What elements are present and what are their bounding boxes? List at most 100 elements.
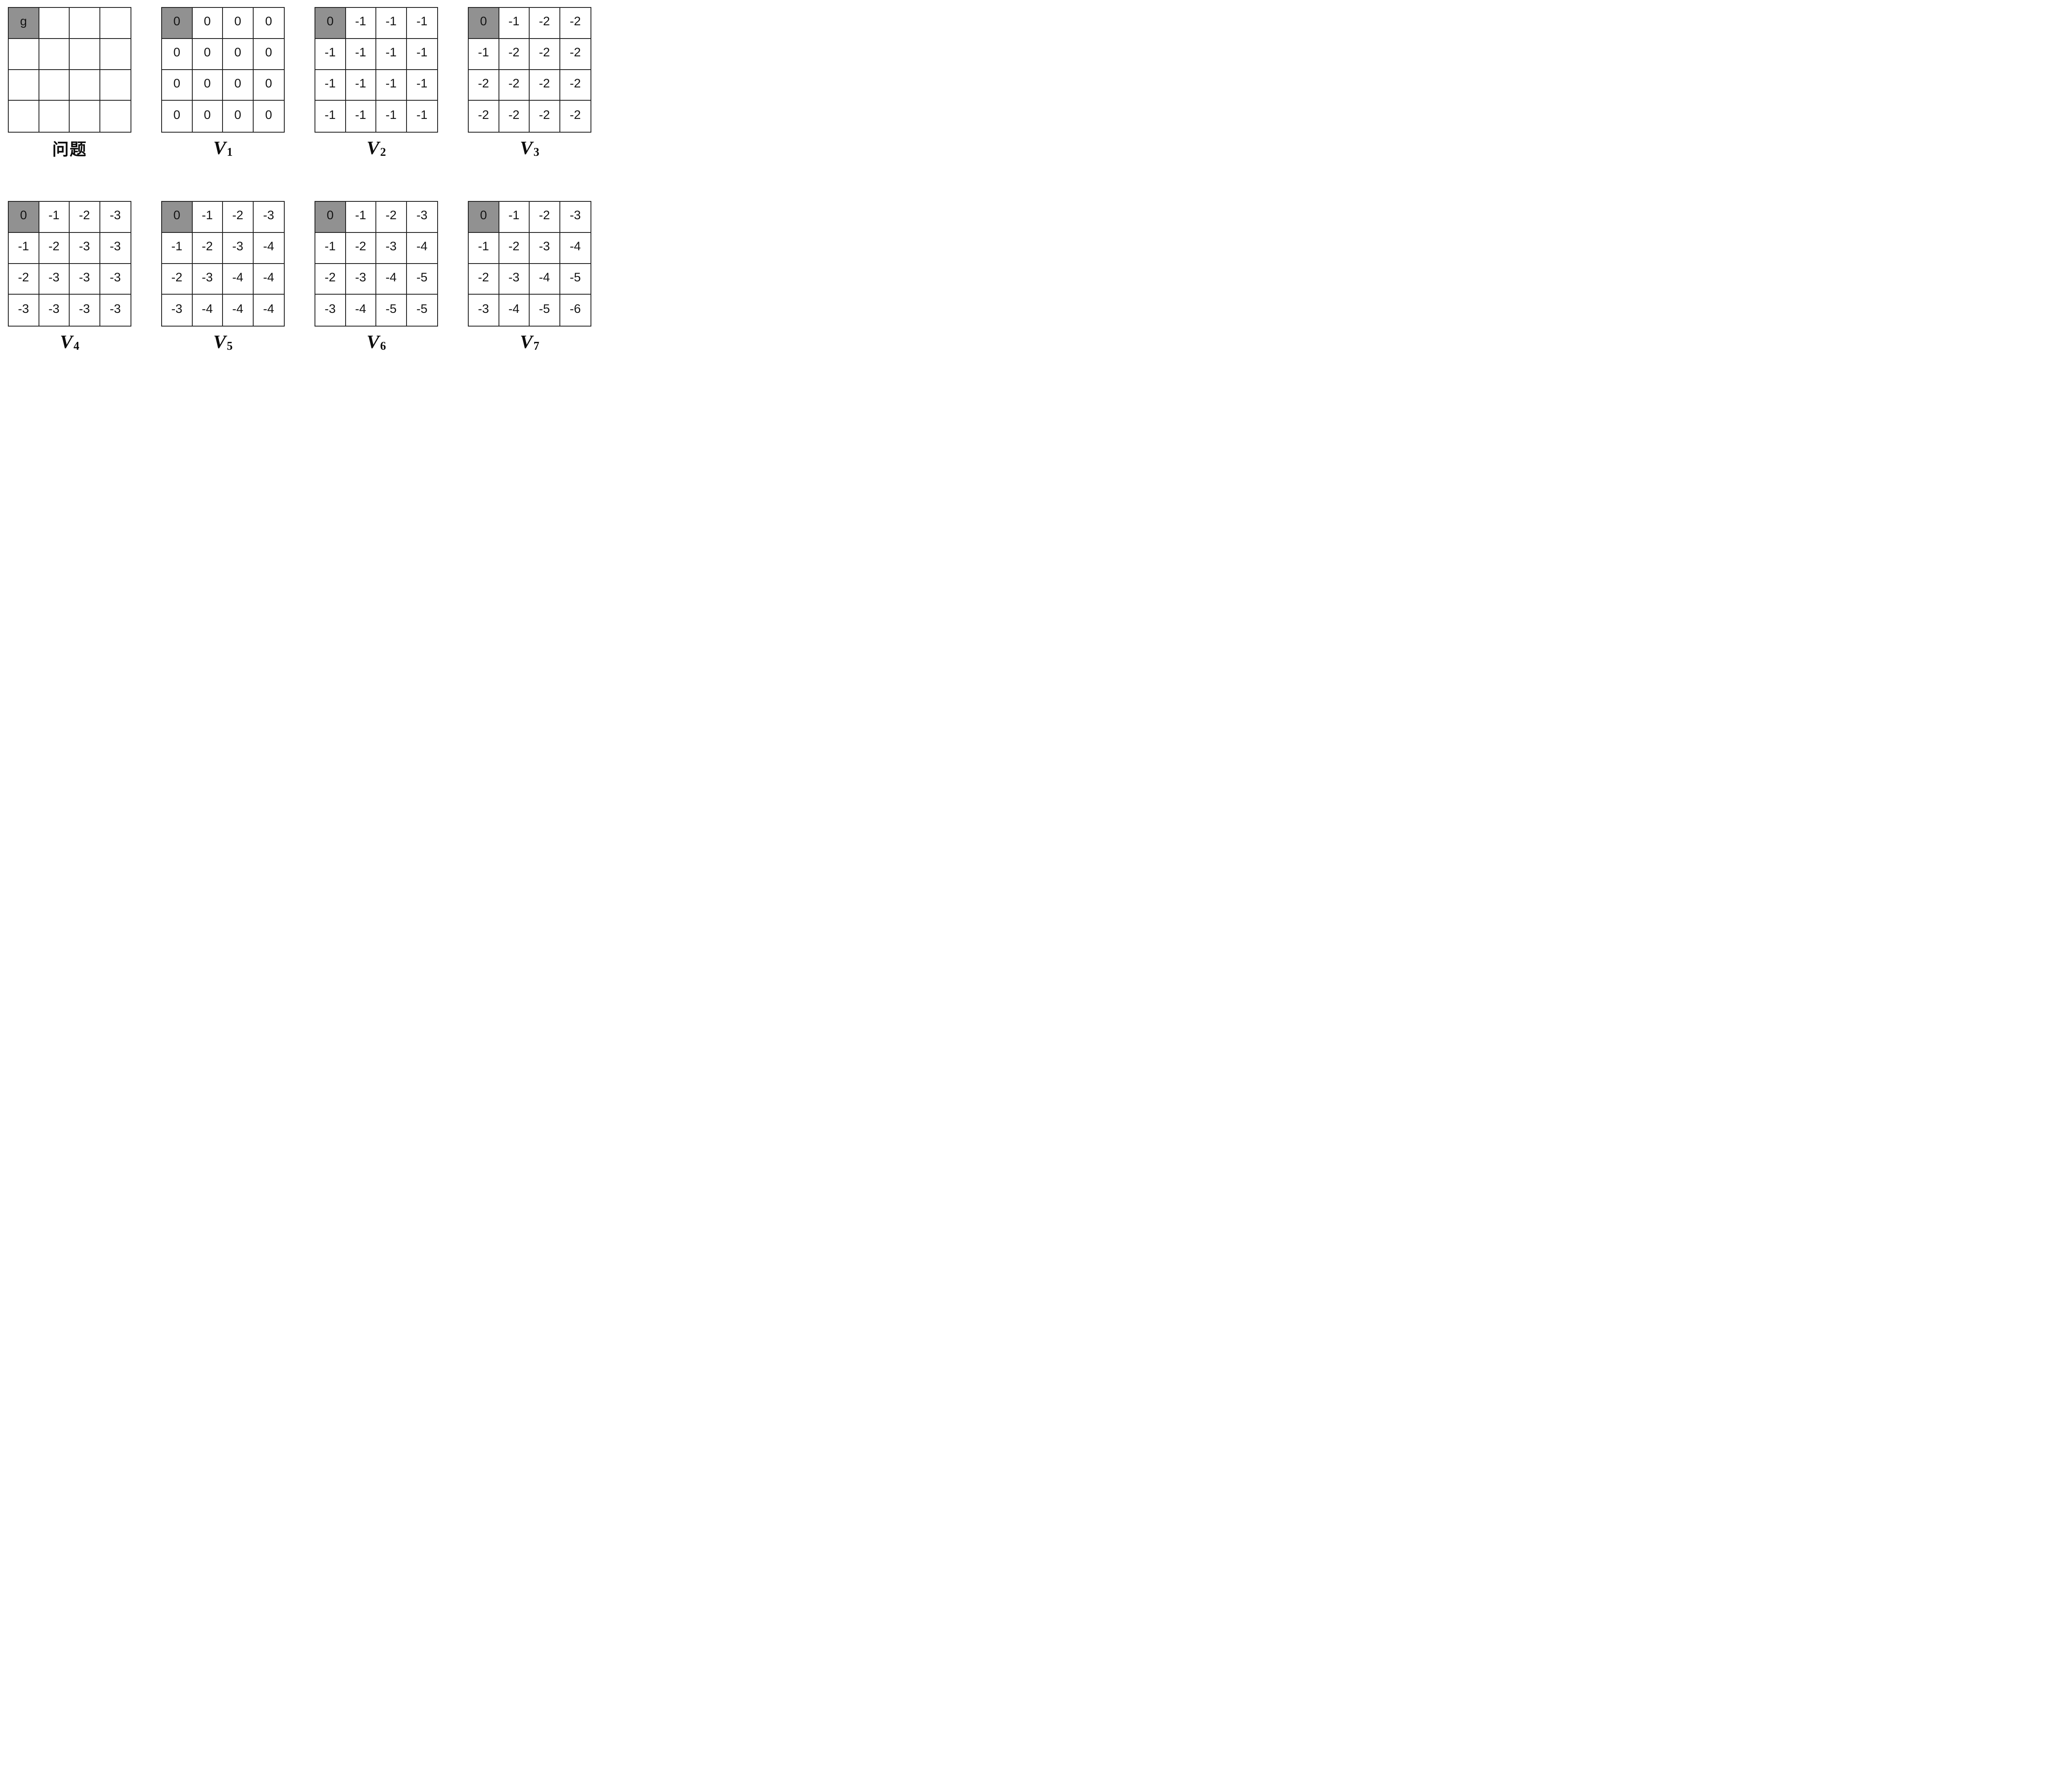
cell-value: 0 xyxy=(234,46,242,60)
grid-v6: 0-1-2-3-1-2-3-4-2-3-4-5-3-4-5-5 xyxy=(315,201,438,327)
cell-value: -3 xyxy=(324,302,336,316)
label-symbol: V xyxy=(213,331,226,352)
goal-cell-v4-r0c0: 0 xyxy=(9,202,39,233)
label-symbol: V xyxy=(60,331,73,352)
grid-v7: 0-1-2-3-1-2-3-4-2-3-4-5-3-4-5-6 xyxy=(468,201,591,327)
grid-cell-v3-r1c3: -2 xyxy=(560,39,591,70)
grid-cell-v1-r1c1: 0 xyxy=(192,39,223,70)
cell-value: -3 xyxy=(171,302,183,316)
cell-value: -2 xyxy=(508,240,520,254)
cell-value: -1 xyxy=(508,208,520,223)
cell-value: -1 xyxy=(324,46,336,60)
cell-value: -3 xyxy=(263,208,274,223)
grid-cell-v5-r2c1: -3 xyxy=(192,264,223,295)
cell-value: -2 xyxy=(201,240,213,254)
grid-cell-v6-r1c1: -2 xyxy=(346,232,376,264)
goal-cell-v1-r0c0: 0 xyxy=(162,8,193,39)
grid-cell-problem-r1c0 xyxy=(9,39,39,70)
cell-value: -3 xyxy=(416,208,428,223)
grid-cell-v6-r0c3: -3 xyxy=(407,202,437,233)
cell-value: 0 xyxy=(234,108,242,122)
grid-cell-v3-r0c2: -2 xyxy=(530,8,560,39)
cell-value: 0 xyxy=(265,108,272,122)
cell-value: -2 xyxy=(171,270,183,284)
cell-value: 0 xyxy=(203,46,211,60)
grid-cell-v1-r1c2: 0 xyxy=(223,39,254,70)
grid-cell-v5-r3c2: -4 xyxy=(223,295,254,326)
grid-cell-v1-r2c3: 0 xyxy=(253,70,284,101)
grid-cell-v4-r1c2: -3 xyxy=(70,232,100,264)
cell-value: -1 xyxy=(355,76,366,90)
grid-cell-v3-r3c2: -2 xyxy=(530,101,560,132)
cell-value: -1 xyxy=(355,46,366,60)
grid-cell-problem-r3c3 xyxy=(100,101,131,132)
grid-v3: 0-1-2-2-1-2-2-2-2-2-2-2-2-2-2-2 xyxy=(468,7,591,133)
grid-cell-v2-r3c0: -1 xyxy=(315,101,346,132)
cell-value: 0 xyxy=(265,15,272,29)
cell-value: -1 xyxy=(416,15,428,29)
grid-cell-v5-r3c3: -4 xyxy=(254,295,284,326)
grid-cell-v3-r2c1: -2 xyxy=(499,70,530,101)
cell-value: -2 xyxy=(569,76,581,90)
grid-cell-v4-r0c3: -3 xyxy=(100,202,131,233)
grid-cell-v5-r0c3: -3 xyxy=(253,202,284,233)
cell-value: 0 xyxy=(173,76,181,90)
grid-cell-v1-r2c2: 0 xyxy=(223,70,254,101)
cell-value: -1 xyxy=(478,46,489,60)
grid-cell-v5-r2c0: -2 xyxy=(162,264,193,295)
grid-cell-v2-r1c2: -1 xyxy=(376,39,407,70)
goal-cell-v2-r0c0: 0 xyxy=(315,8,346,39)
cell-value: -3 xyxy=(232,240,244,254)
cell-value: -3 xyxy=(539,240,550,254)
label-symbol: V xyxy=(366,137,380,158)
label-subscript: 5 xyxy=(227,340,233,353)
cell-value: -4 xyxy=(416,240,428,254)
grid-cell-v2-r3c2: -1 xyxy=(376,101,407,132)
grid-cell-problem-r1c3 xyxy=(100,39,131,70)
grid-cell-v6-r3c1: -4 xyxy=(346,295,376,326)
grid-cell-v3-r2c2: -2 xyxy=(530,70,560,101)
grid-cell-v7-r0c2: -2 xyxy=(530,202,560,233)
grid-cell-v1-r3c0: 0 xyxy=(162,101,193,132)
cell-value: -5 xyxy=(385,302,397,316)
cell-value: 0 xyxy=(327,208,334,223)
goal-cell-v5-r0c0: 0 xyxy=(162,202,193,233)
cell-value: 0 xyxy=(173,15,181,29)
cell-value: -1 xyxy=(171,240,183,254)
grid-cell-v4-r1c3: -3 xyxy=(100,233,131,264)
cell-value: -1 xyxy=(385,46,397,60)
cell-value: -2 xyxy=(355,240,366,254)
cell-value: -1 xyxy=(508,15,520,29)
grid-cell-v2-r3c1: -1 xyxy=(346,101,376,132)
cell-value: -6 xyxy=(569,302,581,316)
cell-value: -2 xyxy=(478,270,489,284)
grid-cell-v6-r1c0: -1 xyxy=(315,232,346,264)
grid-cell-v3-r3c3: -2 xyxy=(560,101,591,132)
grid-cell-v7-r0c3: -3 xyxy=(560,202,591,233)
cell-value: -3 xyxy=(79,302,90,316)
grid-cell-v2-r0c2: -1 xyxy=(376,8,407,39)
cell-value: -3 xyxy=(478,302,489,316)
grid-cell-v6-r2c3: -5 xyxy=(407,264,437,295)
goal-cell-v3-r0c0: 0 xyxy=(469,8,499,39)
cell-value: -3 xyxy=(385,240,397,254)
grid-cell-problem-r2c2 xyxy=(70,70,100,101)
grid-cell-v5-r0c1: -1 xyxy=(192,202,223,233)
grid-cell-v1-r0c2: 0 xyxy=(223,8,254,39)
label-symbol: V xyxy=(366,331,380,352)
grid-cell-v3-r2c0: -2 xyxy=(469,70,499,101)
grid-cell-v7-r3c3: -6 xyxy=(560,295,591,326)
cell-value: -4 xyxy=(385,270,397,284)
cell-value: -4 xyxy=(232,302,244,316)
cell-value: 0 xyxy=(265,76,272,90)
goal-cell-problem-r0c0: g xyxy=(9,8,39,39)
